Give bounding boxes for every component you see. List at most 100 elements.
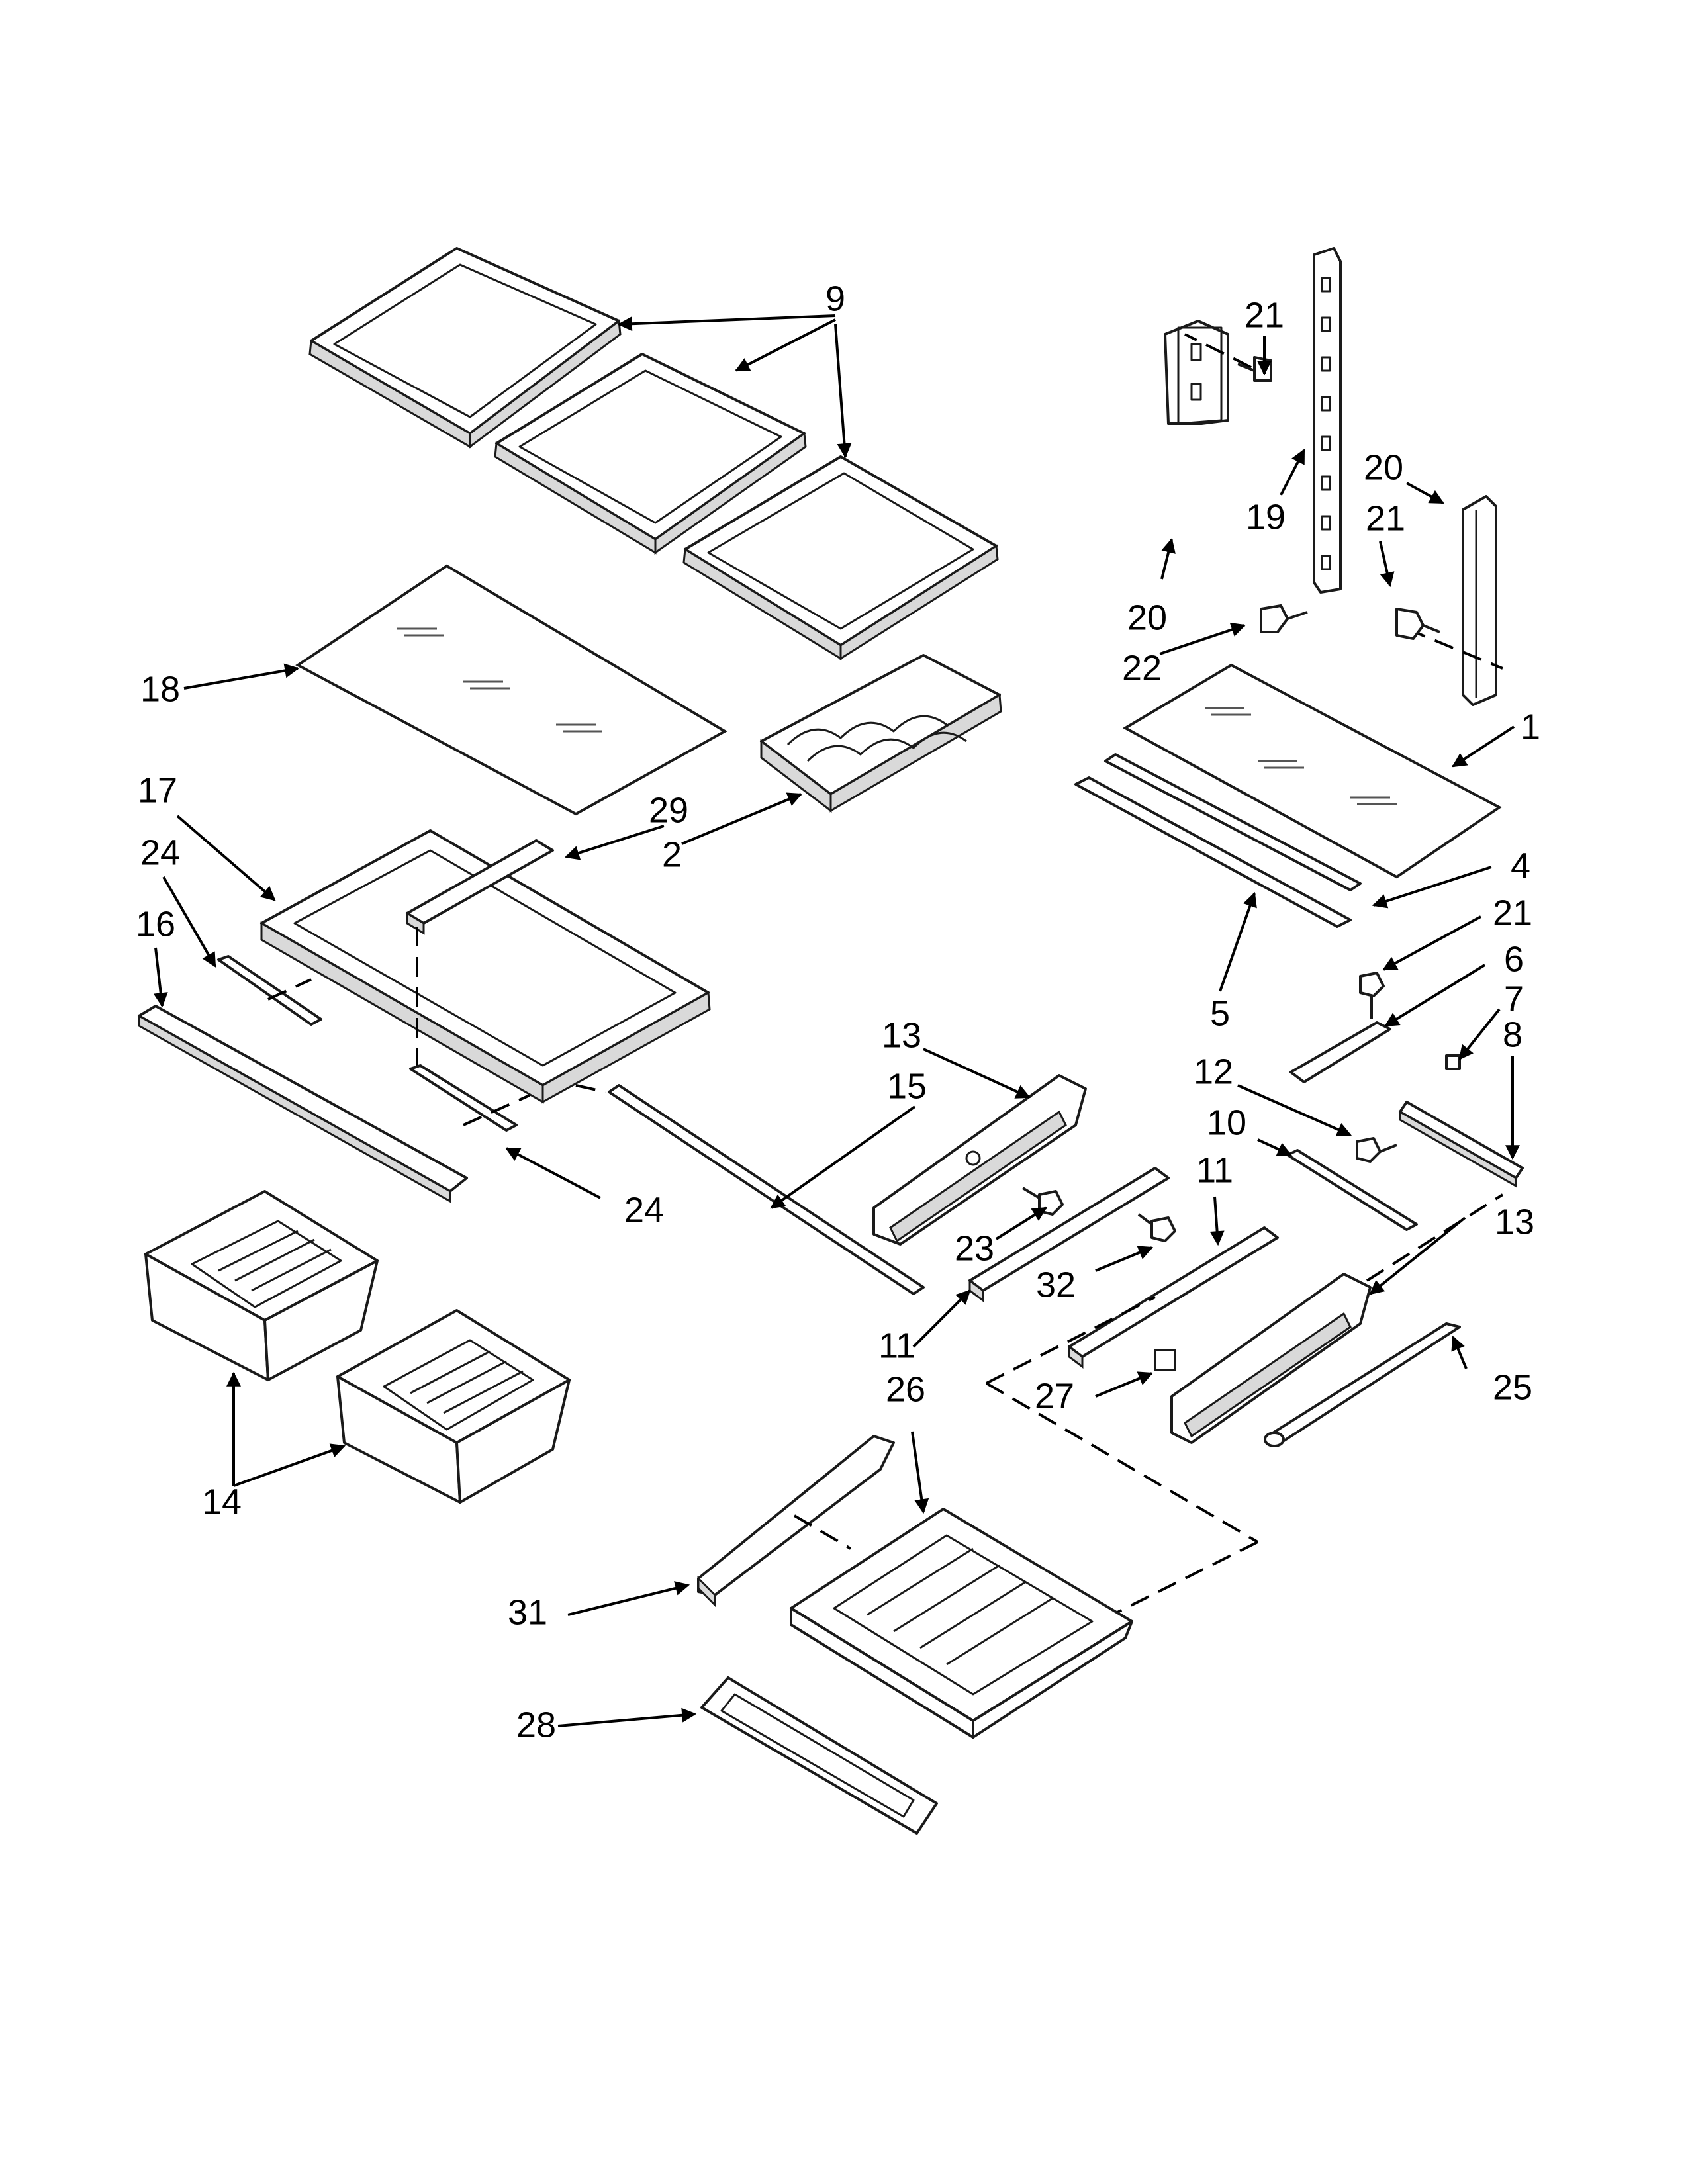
screw-right	[1395, 608, 1440, 640]
callout-24: 24	[140, 833, 180, 872]
callout-21: 21	[1244, 295, 1284, 335]
leader-18	[183, 663, 300, 690]
slide-bracket-upper	[217, 955, 322, 1026]
deli-drawer	[790, 1508, 1133, 1739]
crisper-drawer-right	[336, 1309, 571, 1504]
mounting-plate	[1289, 1021, 1391, 1083]
callout-27: 27	[1035, 1376, 1074, 1416]
leader-11-left	[912, 1289, 971, 1348]
callout-8: 8	[1503, 1015, 1523, 1054]
crisper-rear-trim	[608, 1084, 925, 1295]
drawer-slide-cover-lower	[1170, 1273, 1372, 1444]
leader-31	[567, 1581, 690, 1616]
callout-20: 20	[1364, 447, 1403, 487]
callout-24: 24	[624, 1190, 664, 1230]
leader-11-right	[1209, 1196, 1225, 1246]
leader-23	[995, 1206, 1047, 1240]
shelf-trim-lower	[1074, 776, 1352, 928]
crisper-cover-frame	[260, 829, 711, 1104]
callout-31: 31	[508, 1592, 547, 1632]
callout-23: 23	[955, 1228, 994, 1268]
assembly-line-drawer-right	[1366, 1193, 1504, 1282]
glass-shelf-small	[1122, 663, 1502, 879]
clip-small	[1445, 1054, 1461, 1070]
leader-5	[1219, 891, 1257, 992]
leader-7	[1458, 1008, 1501, 1060]
callout-1: 1	[1521, 707, 1540, 747]
leader-16	[153, 947, 168, 1008]
crisper-divider-bracket	[406, 839, 554, 935]
callout-13: 13	[1495, 1202, 1534, 1242]
leader-14b	[233, 1443, 346, 1487]
callout-16: 16	[136, 904, 175, 944]
leader-1	[1452, 725, 1515, 768]
leader-24-bottom	[505, 1147, 601, 1199]
callout-25: 25	[1493, 1367, 1532, 1407]
assembly-line-drawer-bottom	[1098, 1541, 1258, 1623]
callout-4: 4	[1511, 846, 1530, 886]
leader-4	[1372, 866, 1492, 909]
shelf-ladder-center	[1313, 247, 1342, 594]
callout-29: 29	[649, 790, 688, 830]
leader-2	[681, 792, 803, 845]
callout-10: 10	[1207, 1103, 1246, 1142]
leader-6	[1384, 964, 1486, 1027]
slide-rail-rear	[1286, 1149, 1418, 1231]
callout-11: 11	[878, 1326, 915, 1365]
callout-2: 2	[662, 835, 682, 874]
leader-27	[1095, 1371, 1154, 1398]
crisper-drawer-left	[144, 1190, 379, 1381]
leader-22	[1159, 622, 1246, 655]
leader-19	[1280, 449, 1305, 496]
assembly-line-drawer-left	[985, 1382, 1259, 1543]
leader-10	[1257, 1138, 1292, 1156]
callout-15: 15	[887, 1066, 927, 1106]
screw-upper	[1237, 356, 1272, 382]
leader-20-left	[1160, 537, 1176, 580]
assembly-line-bracket-upper	[267, 978, 312, 1001]
leader-9c	[834, 324, 852, 459]
leader-9a	[617, 314, 836, 332]
glass-shelf-large	[295, 564, 728, 816]
shelf-ladder-right	[1462, 495, 1497, 706]
leader-9b	[735, 318, 836, 372]
shelf-frame-middle	[494, 353, 807, 555]
leader-21-mid	[1382, 915, 1481, 971]
leader-29	[564, 825, 665, 860]
callout-13: 13	[882, 1015, 921, 1055]
leader-20-right	[1406, 482, 1444, 504]
leader-25	[1451, 1335, 1468, 1369]
callout-18: 18	[140, 669, 180, 709]
crisper-front-trim	[138, 1005, 468, 1203]
drawer-slide-bracket	[1399, 1101, 1524, 1188]
screw-center	[1260, 604, 1308, 633]
shelf-trim-upper	[1104, 753, 1362, 891]
slide-rail-left	[968, 1167, 1170, 1302]
assembly-line-screw-right	[1406, 627, 1503, 670]
callout-26: 26	[886, 1369, 925, 1409]
callout-11: 11	[1196, 1150, 1233, 1190]
slide-rail-right	[1068, 1226, 1279, 1369]
leader-24-top	[162, 876, 216, 968]
leader-15	[770, 1105, 916, 1209]
leader-32	[1095, 1246, 1154, 1272]
wine-rack	[760, 654, 1002, 813]
damper-arm	[1264, 1322, 1461, 1447]
screw-slide-middle	[1137, 1213, 1176, 1242]
callout-6: 6	[1504, 939, 1524, 979]
assembly-line-rear-trim	[575, 1084, 606, 1093]
callout-5: 5	[1210, 993, 1230, 1033]
shelf-frame-left	[308, 247, 622, 449]
assembly-line-drawer-top	[986, 1296, 1156, 1385]
callout-20: 20	[1127, 598, 1167, 637]
leader-17	[176, 815, 276, 901]
assembly-line-divider-lower	[793, 1514, 852, 1550]
slide-bracket-lower	[409, 1064, 518, 1132]
clip-drawer	[1154, 1349, 1176, 1371]
leader-28	[557, 1707, 697, 1727]
screw-slide-right	[1356, 1137, 1397, 1163]
leader-13-lower	[1369, 1216, 1466, 1295]
assembly-line-bracket-lower	[463, 1094, 530, 1126]
screw-plate	[1359, 972, 1385, 1019]
